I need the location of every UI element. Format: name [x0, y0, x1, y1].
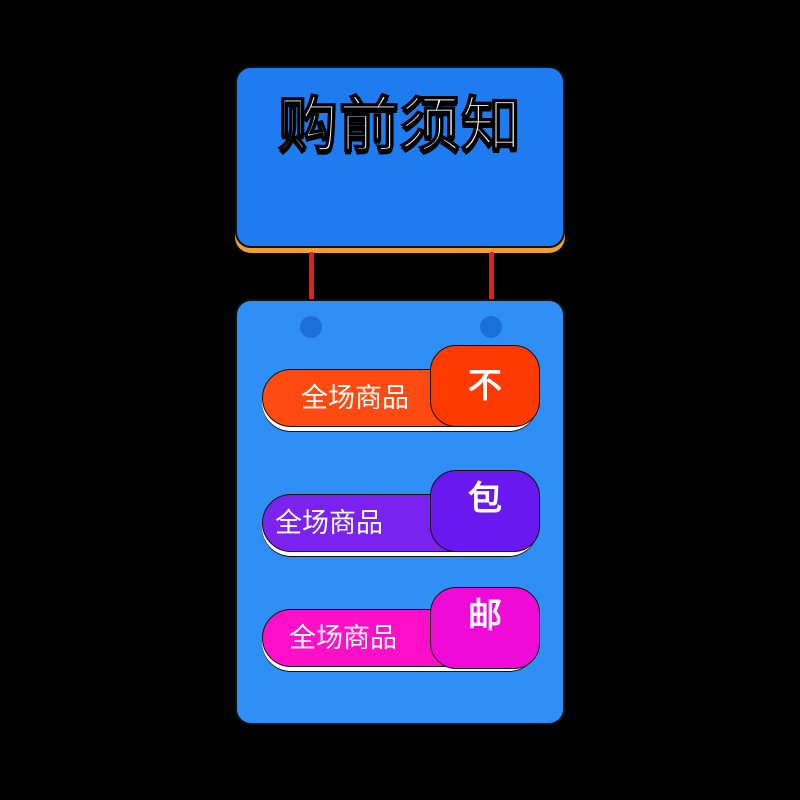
- page-title: 购前须知: [277, 90, 522, 162]
- left-hanging-cord: [309, 252, 314, 324]
- notice-item-char: 不: [468, 366, 502, 406]
- notice-item-3-tab: 邮: [430, 587, 540, 669]
- notice-item-2-tab: 包: [430, 470, 540, 552]
- notice-item-1-tab: 不: [430, 345, 540, 427]
- notice-item-label: 全场商品: [275, 508, 383, 539]
- right-board-hole: [480, 316, 502, 338]
- notice-item-label: 全场商品: [289, 623, 397, 654]
- left-board-hole: [300, 316, 322, 338]
- notice-item-char: 包: [468, 479, 502, 519]
- notice-item-label: 全场商品: [301, 383, 409, 414]
- notice-item-char: 邮: [468, 596, 502, 636]
- right-hanging-cord: [489, 252, 494, 324]
- header-board: 购前须知: [235, 66, 565, 248]
